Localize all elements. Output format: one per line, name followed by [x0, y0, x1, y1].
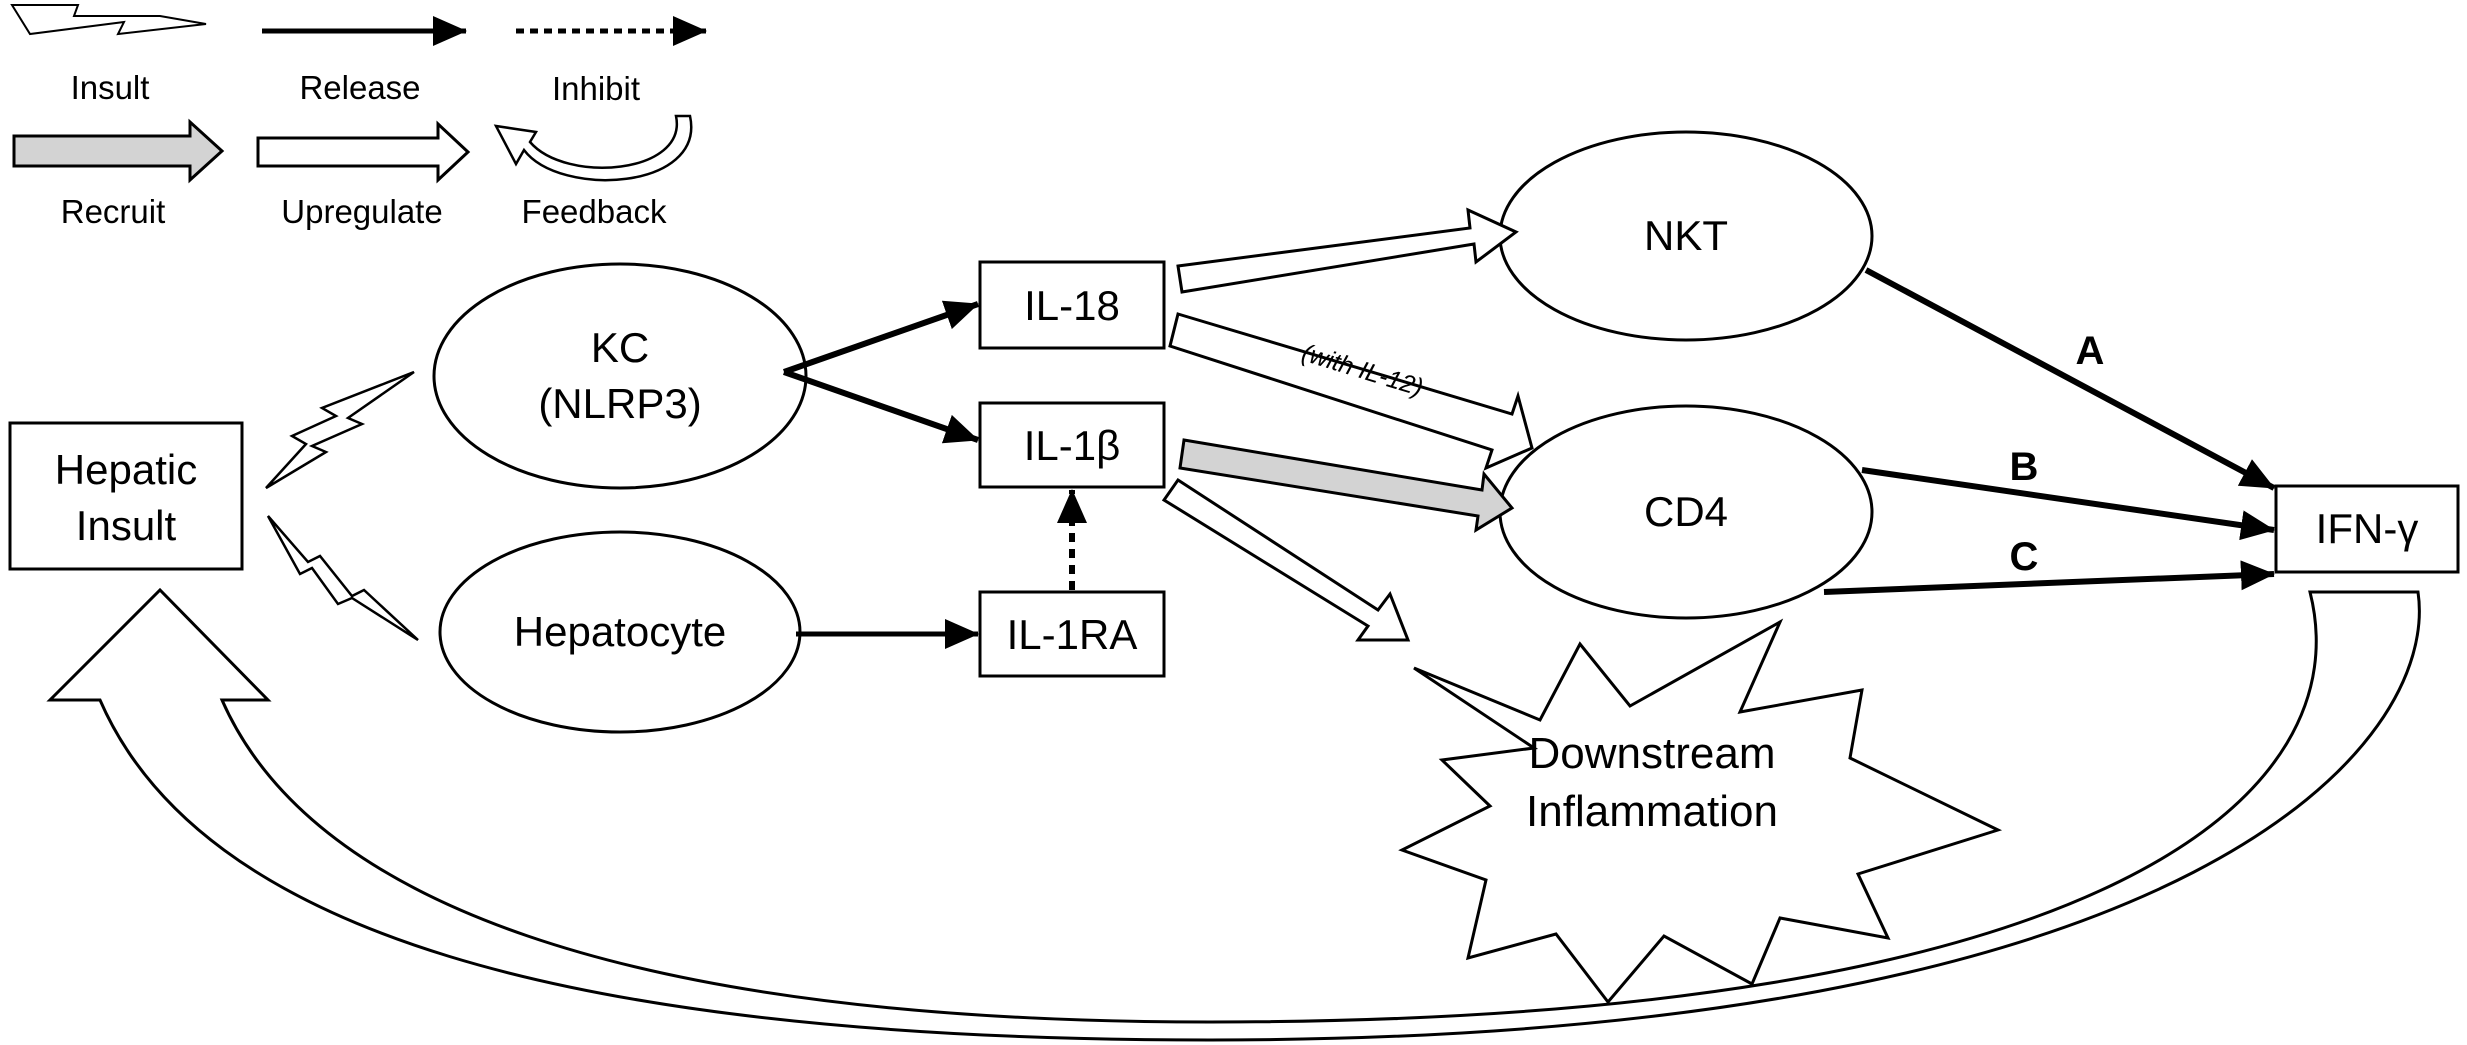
kc-subtitle: (NLRP3): [538, 380, 701, 427]
downstream-inflammation-burst: [1398, 618, 2003, 1005]
legend-insult-label: Insult: [71, 69, 150, 106]
insult-bolt-to-hepatocyte: [266, 515, 419, 642]
il1ra-label: IL-1RA: [1007, 611, 1138, 658]
ifn-gamma-feedback-arrow: [46, 587, 2421, 1042]
hepatic-insult-label-line2: Insult: [76, 502, 177, 549]
cd4-label: CD4: [1644, 488, 1728, 535]
insult-bolt-to-kc: [265, 370, 415, 490]
cd4-to-ifn-gamma-arrow-c: [1823, 560, 2275, 595]
pathway-c-label: C: [2010, 535, 2039, 579]
legend-upregulate-label: Upregulate: [281, 193, 442, 230]
hepatic-insult-box: [8, 421, 244, 571]
legend-feedback-label: Feedback: [522, 193, 667, 230]
kc-to-il18-arrow: [783, 300, 979, 375]
legend-inhibit-label: Inhibit: [552, 70, 640, 107]
pathway-a-label: A: [2076, 329, 2105, 373]
insult-legend-icon: [10, 4, 207, 36]
feedback-legend-icon: [493, 114, 693, 182]
il1b-label: IL-1β: [1024, 422, 1121, 469]
legend-release-label: Release: [299, 69, 420, 106]
legend-recruit-label: Recruit: [61, 193, 166, 230]
il18-label: IL-18: [1024, 282, 1120, 329]
downstream-label-line2: Inflammation: [1526, 787, 1778, 836]
il18-to-nkt-arrow: [1176, 207, 1519, 294]
pathway-b-label: B: [2010, 445, 2039, 489]
ifn-gamma-box: [2274, 484, 2460, 574]
il1b-recruits-cd4-arrow: [1178, 438, 1515, 533]
il1b-box: [978, 401, 1166, 489]
recruit-legend-arrow: [12, 118, 225, 184]
hepatocyte-label: Hepatocyte: [514, 608, 726, 655]
il1ra-box: [978, 590, 1166, 678]
nkt-label: NKT: [1644, 212, 1728, 259]
ifn-gamma-label: IFN-γ: [2316, 505, 2419, 552]
upregulate-legend-arrow: [256, 120, 471, 184]
downstream-label: Downstream: [1529, 729, 1776, 778]
il18-box: [978, 260, 1166, 350]
hepatic-insult-label: Hepatic: [55, 446, 197, 493]
cd4-to-ifn-gamma-arrow-b: [1861, 467, 2275, 541]
legend: Insult Release Inhibit Recruit Upregulat…: [10, 4, 707, 230]
il18-to-cd4-arrow: [1168, 312, 1534, 471]
kc-nlrp3-node: [432, 262, 808, 490]
nkt-to-ifn-gamma-arrow: [1864, 267, 2276, 491]
kc-to-il1b-arrow: [783, 369, 979, 444]
kc-label: KC: [591, 324, 649, 371]
il1b-to-downstream-arrow: [1161, 477, 1411, 642]
